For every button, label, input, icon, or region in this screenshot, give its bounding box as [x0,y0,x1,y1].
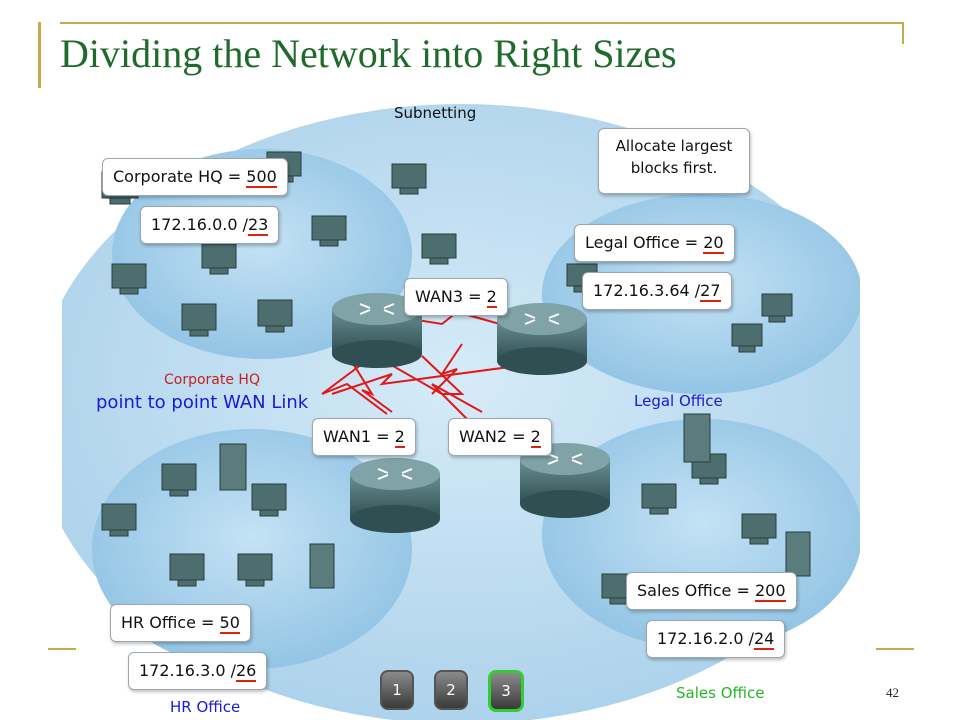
sales-office-prefix: 24 [754,629,775,650]
corporate-hq-caption: Corporate HQ [164,372,260,388]
allocation-note: Allocate largest blocks first. [598,128,750,194]
wan2-name: WAN2 = [459,427,531,446]
wan1-name: WAN1 = [323,427,395,446]
wan1-hosts: 2 [394,427,405,448]
wan3-name: WAN3 = [415,287,487,306]
wan-link-caption: point to point WAN Link [96,392,309,413]
nav-button-1[interactable]: 1 [380,670,414,710]
footer-line-left [48,648,76,650]
router-corporate-icon [332,293,422,368]
server-icons [219,413,811,589]
sales-office-size-label: Sales Office = 200 [626,572,797,610]
wan3-hosts: 2 [486,287,497,308]
page-number: 42 [886,685,899,700]
router-sales-icon [520,443,610,518]
sales-office-ip: 172.16.2.0 / [657,629,754,648]
wan3-label: WAN3 = 2 [404,278,508,316]
workstation-icons [101,151,793,605]
slide-title: Dividing the Network into Right Sizes [60,31,677,76]
hr-office-ip: 172.16.3.0 / [139,661,236,680]
legal-office-caption: Legal Office [634,392,723,410]
corporate-hq-ip: 172.16.0.0 / [151,215,248,234]
sales-office-name: Sales Office = [637,581,755,600]
title-frame-right-bar [902,22,904,44]
sales-office-hosts: 200 [754,581,786,602]
router-legal-icon [497,303,587,375]
wan1-label: WAN1 = 2 [312,418,416,456]
corporate-hq-hosts: 500 [246,167,277,188]
hr-office-name: HR Office = [121,613,220,632]
wan2-hosts: 2 [530,427,541,448]
nav-button-3[interactable]: 3 [488,670,524,712]
corporate-hq-prefix: 23 [248,215,269,236]
hr-office-hosts: 50 [219,613,240,634]
legal-office-subnet-label: 172.16.3.64 /27 [582,272,732,310]
wan2-label: WAN2 = 2 [448,418,552,456]
legal-office-prefix: 27 [700,281,721,302]
subnetting-diagram: Subnetting Allocate largest blocks first… [62,94,860,720]
corporate-hq-subnet-label: 172.16.0.0 /23 [140,206,280,244]
hr-office-prefix: 26 [236,661,257,682]
router-hr-icon [350,458,440,533]
corporate-hq-name: Corporate HQ = [113,167,247,186]
sales-office-caption: Sales Office [676,684,765,702]
hr-office-size-label: HR Office = 50 [110,604,251,642]
legal-office-hosts: 20 [703,233,724,254]
corporate-hq-size-label: Corporate HQ = 500 [102,158,288,196]
nav-button-2[interactable]: 2 [434,670,468,710]
legal-office-size-label: Legal Office = 20 [574,224,735,262]
legal-office-ip: 172.16.3.64 / [593,281,701,300]
hr-office-caption: HR Office [170,698,241,716]
title-frame-top-bar [60,22,904,24]
legal-office-name: Legal Office = [585,233,704,252]
hr-office-subnet-label: 172.16.3.0 /26 [128,652,268,690]
subnetting-heading: Subnetting [394,104,477,122]
title-frame-left-bar [38,22,41,88]
sales-office-subnet-label: 172.16.2.0 /24 [646,620,786,658]
footer-line-right [876,648,914,650]
